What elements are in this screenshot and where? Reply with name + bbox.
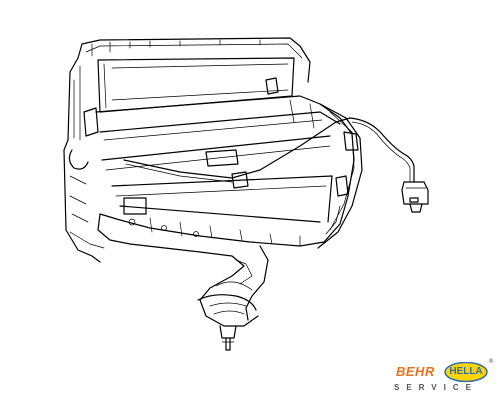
behr-hella-service-logo: BEHR HELLA ® SERVICE xyxy=(394,358,496,396)
housing-main-body xyxy=(95,95,355,247)
lower-duct xyxy=(97,213,269,351)
hella-emblem-icon: HELLA xyxy=(444,361,488,383)
housing-top-lid xyxy=(77,37,311,113)
housing-right-end xyxy=(317,103,363,249)
wiring-cable xyxy=(123,117,415,189)
registered-mark: ® xyxy=(488,358,494,365)
electrical-connector xyxy=(401,181,429,213)
housing-left-side xyxy=(63,57,105,263)
hella-wordmark: HELLA xyxy=(449,366,483,377)
behr-wordmark: BEHR xyxy=(396,364,435,379)
service-wordmark: SERVICE xyxy=(394,383,478,392)
